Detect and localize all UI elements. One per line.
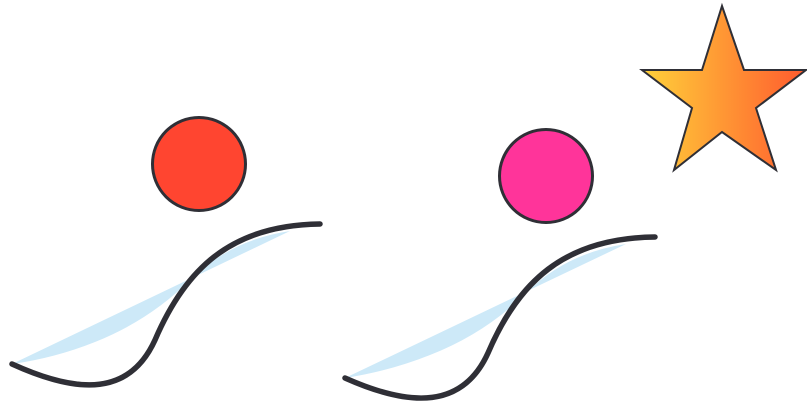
- ball-left[interactable]: [151, 116, 247, 212]
- ramp-left-curve: [9, 221, 323, 388]
- ramp-left-fill: [12, 231, 290, 364]
- ball-right[interactable]: [498, 128, 594, 224]
- ramp-left: [9, 221, 323, 388]
- ramp-right: [342, 234, 658, 401]
- star-icon[interactable]: [639, 2, 807, 173]
- ramp-right-curve: [342, 234, 658, 401]
- ramp-right-fill: [345, 244, 626, 378]
